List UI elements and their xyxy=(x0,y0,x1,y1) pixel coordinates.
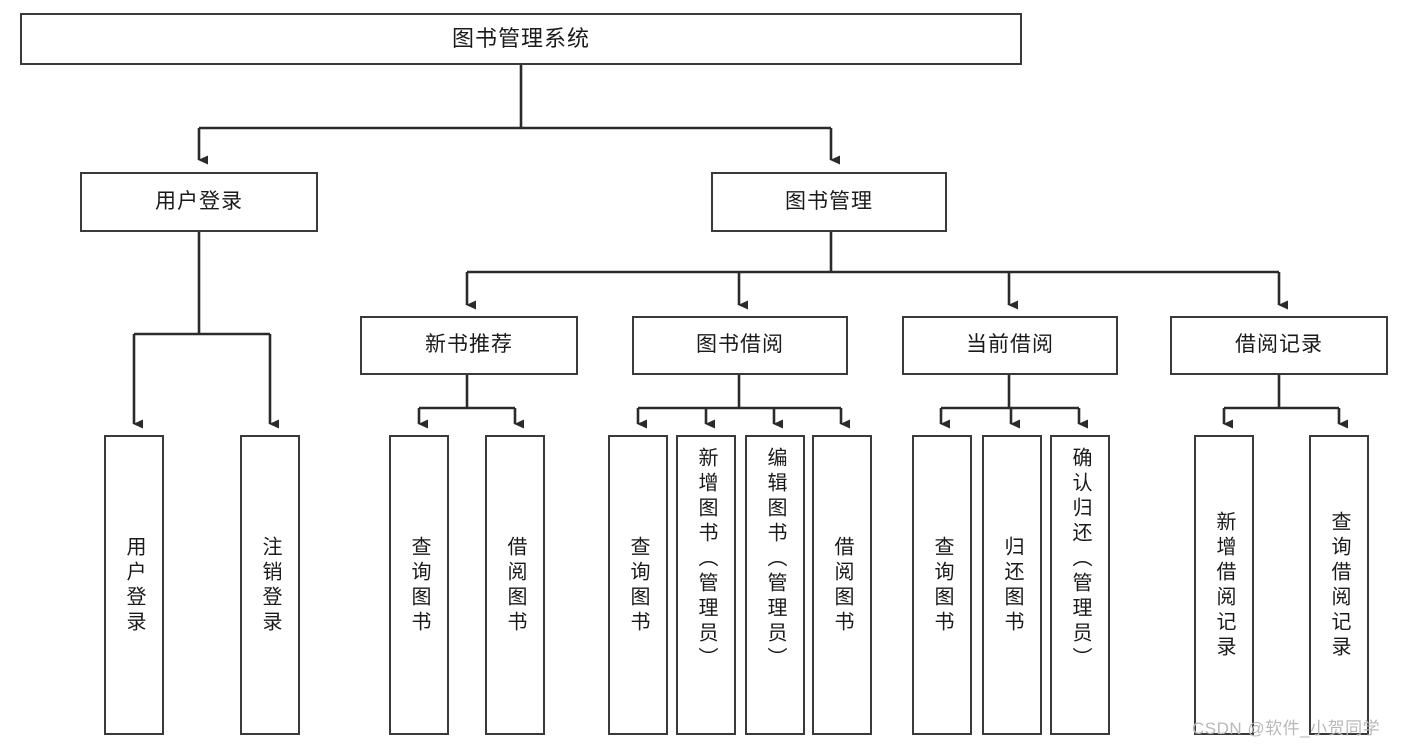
leaf-book-borrow-edit-book-admin[interactable]: 编辑图书（管理员） xyxy=(745,435,805,735)
leaf-text-wrap: 查询图书 xyxy=(931,437,953,733)
leaf-new-book-query-book[interactable]: 查询图书 xyxy=(389,435,449,735)
node-current-borrow[interactable]: 当前借阅 xyxy=(902,316,1118,375)
leaf-book-borrow-query-book[interactable]: 查询图书 xyxy=(608,435,668,735)
node-book-borrow[interactable]: 图书借阅 xyxy=(632,316,848,375)
node-label: 新增图书（管理员） xyxy=(695,447,717,672)
node-label: 新增借阅记录 xyxy=(1213,511,1235,661)
leaf-text-wrap: 新增图书（管理员） xyxy=(695,437,717,741)
node-label: 图书管理系统 xyxy=(451,26,590,52)
node-label: 借阅图书 xyxy=(504,536,526,636)
leaf-current-borrow-return-book[interactable]: 归还图书 xyxy=(982,435,1042,735)
node-label: 查询图书 xyxy=(408,536,430,636)
node-label: 借阅图书 xyxy=(831,536,853,636)
leaf-book-borrow-borrow-book[interactable]: 借阅图书 xyxy=(812,435,872,735)
node-borrow-records[interactable]: 借阅记录 xyxy=(1170,316,1388,375)
leaf-text-wrap: 归还图书 xyxy=(1001,437,1023,733)
leaf-borrow-records-add-record[interactable]: 新增借阅记录 xyxy=(1194,435,1254,735)
leaf-text-wrap: 借阅图书 xyxy=(831,437,853,733)
leaf-text-wrap: 用户登录 xyxy=(123,437,145,733)
node-label: 查询借阅记录 xyxy=(1328,511,1350,661)
leaf-text-wrap: 查询借阅记录 xyxy=(1328,437,1350,733)
node-new-book-recommend[interactable]: 新书推荐 xyxy=(360,316,578,375)
node-user-login[interactable]: 用户登录 xyxy=(80,172,318,232)
node-label: 归还图书 xyxy=(1001,536,1023,636)
leaf-current-borrow-confirm-return-admin[interactable]: 确认归还（管理员） xyxy=(1050,435,1110,735)
leaf-text-wrap: 注销登录 xyxy=(259,437,281,733)
leaf-text-wrap: 新增借阅记录 xyxy=(1213,437,1235,733)
node-label: 用户登录 xyxy=(155,189,243,213)
leaf-user-login-logout[interactable]: 注销登录 xyxy=(240,435,300,735)
leaf-text-wrap: 查询图书 xyxy=(627,437,649,733)
leaf-book-borrow-add-book-admin[interactable]: 新增图书（管理员） xyxy=(676,435,736,735)
node-book-management[interactable]: 图书管理 xyxy=(711,172,947,232)
node-label: 编辑图书（管理员） xyxy=(764,447,786,672)
node-label: 注销登录 xyxy=(259,536,281,636)
leaf-text-wrap: 确认归还（管理员） xyxy=(1069,437,1091,741)
node-label: 查询图书 xyxy=(931,536,953,636)
leaf-text-wrap: 查询图书 xyxy=(408,437,430,733)
leaf-text-wrap: 编辑图书（管理员） xyxy=(764,437,786,741)
leaf-borrow-records-query-record[interactable]: 查询借阅记录 xyxy=(1309,435,1369,735)
leaf-text-wrap: 借阅图书 xyxy=(504,437,526,733)
node-label: 图书管理 xyxy=(785,189,873,213)
leaf-current-borrow-query-book[interactable]: 查询图书 xyxy=(912,435,972,735)
csdn-watermark: CSDN @软件_小贺同学 xyxy=(1192,719,1381,738)
leaf-user-login-login[interactable]: 用户登录 xyxy=(104,435,164,735)
node-label: 确认归还（管理员） xyxy=(1069,447,1091,672)
node-label: 图书借阅 xyxy=(696,333,784,357)
node-label: 借阅记录 xyxy=(1235,333,1323,357)
node-label: 新书推荐 xyxy=(425,333,513,357)
node-label: 当前借阅 xyxy=(966,333,1054,357)
leaf-new-book-borrow-book[interactable]: 借阅图书 xyxy=(485,435,545,735)
node-root-book-management-system[interactable]: 图书管理系统 xyxy=(20,13,1022,65)
node-label: 查询图书 xyxy=(627,536,649,636)
node-label: 用户登录 xyxy=(123,536,145,636)
